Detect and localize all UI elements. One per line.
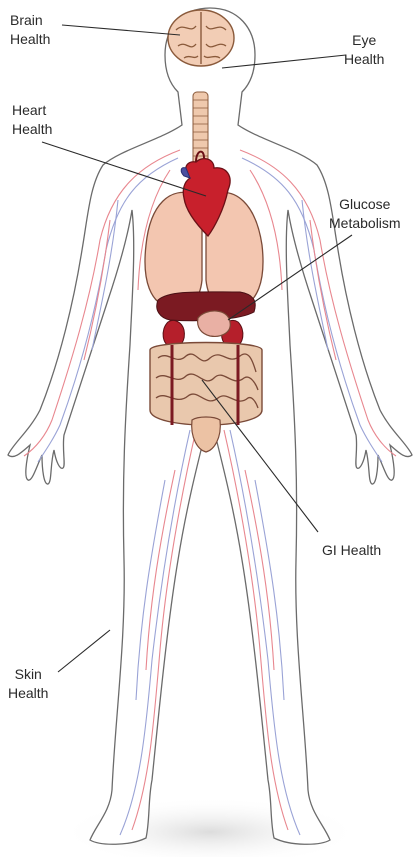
label-glucose-metabolism: Glucose Metabolism	[329, 195, 401, 233]
label-skin-health: Skin Health	[8, 665, 48, 703]
label-brain-health: Brain Health	[10, 11, 50, 49]
leader-brain	[62, 25, 180, 35]
brain	[168, 10, 234, 66]
intestines	[150, 343, 262, 426]
label-gi-health: GI Health	[322, 541, 381, 560]
stomach	[198, 311, 231, 336]
leader-skin	[58, 630, 110, 672]
label-eye-health: Eye Health	[344, 31, 384, 69]
label-heart-health: Heart Health	[12, 101, 52, 139]
